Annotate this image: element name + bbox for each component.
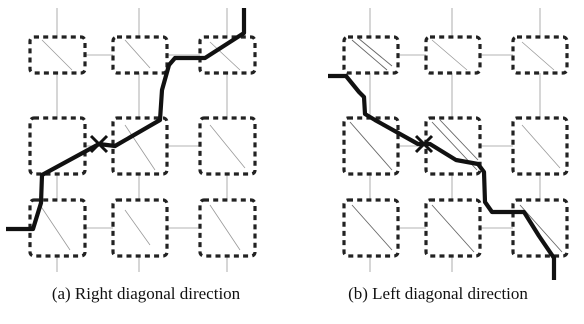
right-diagonal-route xyxy=(6,8,247,232)
cell-r1-c3 xyxy=(198,35,257,75)
cell-r2-c2 xyxy=(424,116,482,176)
cell-r2-c2 xyxy=(111,116,169,176)
background-wires xyxy=(39,8,246,272)
cell-r3-c3 xyxy=(511,198,569,258)
caption-left-diagonal: (b) Left diagonal direction xyxy=(348,284,528,303)
cell-r2-c1 xyxy=(28,116,87,176)
cell-r2-c3 xyxy=(198,116,257,176)
cell-r3-c2 xyxy=(424,198,482,258)
cell-r3-c1 xyxy=(342,198,400,258)
cell-r2-c3 xyxy=(511,116,569,176)
cell-grid xyxy=(28,35,257,258)
left-diagonal-diagram xyxy=(328,8,569,280)
cell-grid xyxy=(342,35,569,258)
cell-r1-c1 xyxy=(342,35,400,75)
right-diagonal-diagram xyxy=(6,8,257,272)
background-wires xyxy=(349,8,563,272)
cell-r1-c2 xyxy=(111,35,169,75)
cell-r1-c1 xyxy=(28,35,87,75)
cell-r1-c3 xyxy=(511,35,569,75)
cell-r1-c2 xyxy=(424,35,482,75)
crossing-marker xyxy=(414,134,434,154)
cell-r3-c3 xyxy=(198,198,257,258)
caption-right-diagonal: (a) Right diagonal direction xyxy=(51,284,241,303)
crossing-marker xyxy=(89,134,109,154)
cell-r3-c2 xyxy=(111,198,169,258)
left-diagonal-route xyxy=(328,73,557,280)
